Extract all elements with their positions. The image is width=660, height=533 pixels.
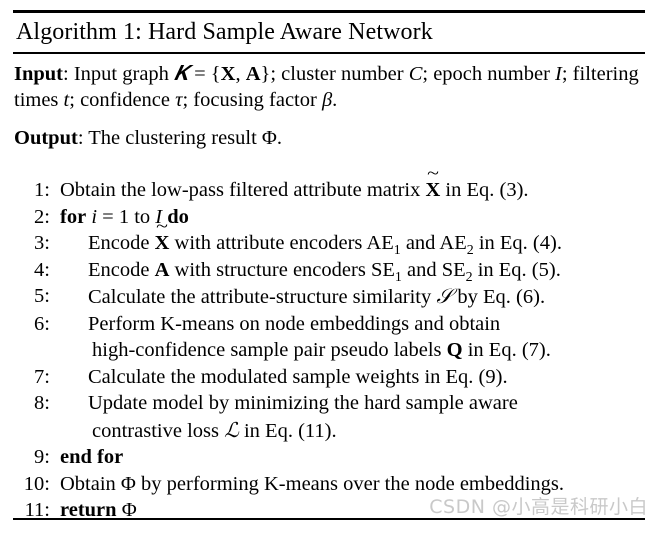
input-colon: :	[63, 63, 69, 85]
step-number: 4:	[34, 258, 50, 281]
output-line: Output: The clustering result Φ.	[14, 125, 650, 151]
step-row: 3: Encode ~X with attribute encoders AE1…	[14, 215, 654, 259]
step-row: 9: end for	[14, 444, 654, 471]
input-line: Input: Input graph 𝑲 = {X, A}; cluster n…	[14, 60, 650, 113]
step-number: 7:	[34, 365, 50, 388]
step-number: 3:	[34, 232, 50, 254]
step-text: Obtain Φ by performing K-means over the …	[60, 472, 565, 495]
step-text: for i = 1 to I do	[60, 205, 189, 228]
step-row: 1: Obtain the low-pass filtered attribut…	[14, 162, 654, 204]
algorithm-steps: 1: Obtain the low-pass filtered attribut…	[14, 162, 654, 524]
step-text: Encode A with structure encoders SE1 and…	[88, 258, 561, 285]
step-text: Calculate the attribute-structure simila…	[88, 284, 546, 308]
input-text: Input graph 𝑲 = {X, A}; cluster number C…	[14, 61, 639, 111]
csdn-watermark: CSDN @小高是科研小白	[429, 496, 648, 518]
step-continuation: high-confidence sample pair pseudo label…	[92, 339, 551, 361]
keyword-for: for	[60, 205, 87, 228]
step-text: Obtain the low-pass filtered attribute m…	[60, 162, 529, 201]
step-number: 8:	[34, 392, 50, 414]
algorithm-title: Algorithm 1: Hard Sample Aware Network	[16, 19, 433, 45]
step-text: Perform K-means on node embeddings and o…	[88, 312, 501, 335]
step-text: end for	[53, 444, 654, 471]
step-text: Calculate the modulated sample weights i…	[88, 365, 508, 388]
keyword-return: return	[60, 499, 117, 521]
title-separator-rule	[13, 52, 645, 54]
step-number: 11:	[24, 499, 50, 521]
step-text: Update model by minimizing the hard samp…	[88, 392, 518, 414]
io-block: Input: Input graph 𝑲 = {X, A}; cluster n…	[14, 60, 650, 151]
step-text: return Φ	[53, 497, 654, 524]
output-text: The clustering result Φ.	[88, 127, 283, 149]
step-number: 6:	[34, 312, 50, 335]
step-row: 4: Encode A with structure encoders SE1 …	[14, 257, 654, 285]
step-row: 11: return Φ	[14, 497, 654, 524]
step-number: 2:	[34, 205, 50, 228]
step-number: 1:	[34, 179, 50, 201]
step-row: 6: Perform K-means on node embeddings an…	[14, 311, 654, 338]
step-row: 5: Calculate the attribute-structure sim…	[14, 283, 654, 311]
step-row: 8: Update model by minimizing the hard s…	[14, 390, 654, 417]
bottom-rule	[13, 518, 645, 520]
step-row: 7: Calculate the modulated sample weight…	[14, 364, 654, 391]
output-label: Output	[14, 127, 78, 149]
input-label: Input	[14, 63, 64, 85]
step-text: Encode ~X with attribute encoders AE1 an…	[88, 215, 562, 259]
top-rule	[13, 10, 645, 13]
step-number: 5:	[34, 285, 50, 307]
step-continuation: contrastive loss ℒ in Eq. (11).	[92, 417, 337, 442]
step-row: 2: for i = 1 to I do	[14, 204, 654, 231]
return-value: Φ	[121, 499, 137, 521]
output-colon: :	[77, 127, 84, 149]
step-number: 10:	[23, 472, 50, 495]
keyword-end-for: end for	[60, 446, 124, 468]
step-row: 10: Obtain Φ by performing K-means over …	[14, 471, 654, 498]
step-number: 9:	[34, 446, 50, 468]
